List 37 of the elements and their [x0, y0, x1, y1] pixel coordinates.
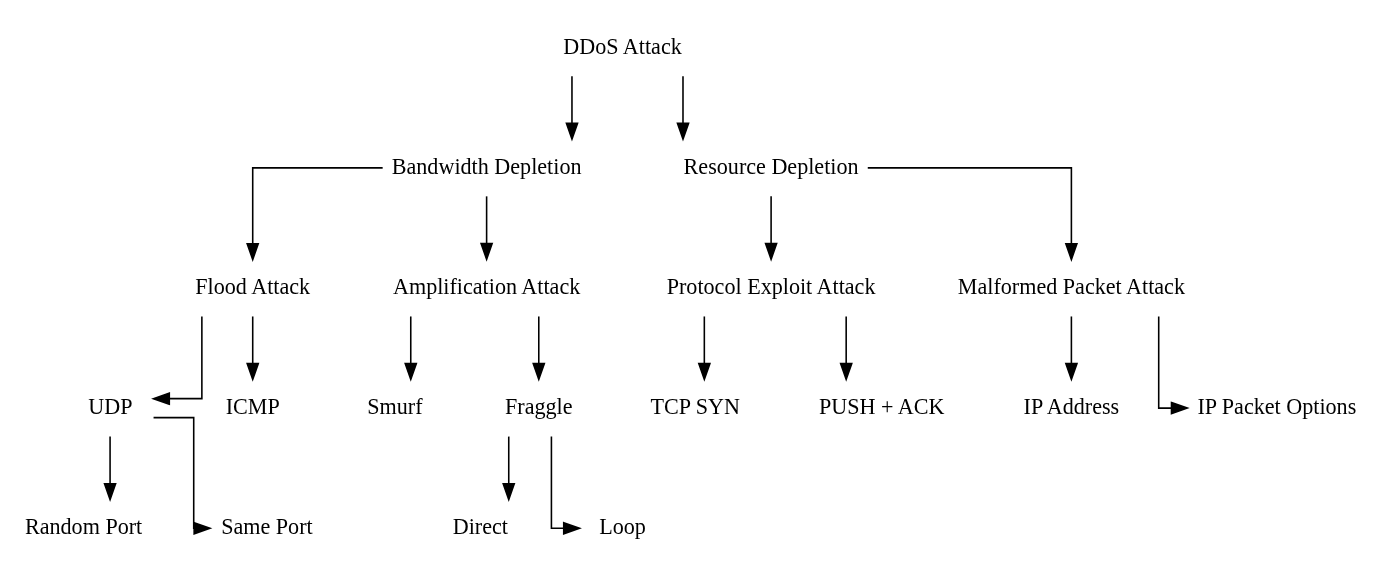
node-text: Loop [599, 514, 646, 540]
node-text: PUSH + ACK [818, 393, 945, 419]
arrow [676, 75, 690, 142]
arrow [404, 315, 418, 382]
arrow [866, 167, 1079, 262]
arrow [1064, 315, 1079, 382]
node-text: TCP SYN [650, 393, 740, 419]
arrow [839, 315, 853, 382]
arrow [1157, 315, 1190, 415]
arrow [550, 435, 582, 535]
arrow [764, 195, 778, 262]
node-text: Amplification Attack [392, 273, 581, 299]
arrow [151, 315, 203, 406]
arrow [246, 167, 384, 262]
node-text: Fraggle [505, 393, 573, 419]
node-text: DDoS Attack [563, 33, 682, 59]
node-text: Direct [452, 514, 508, 540]
node-text: Random Port [24, 514, 143, 540]
node-text: IP Address [1023, 393, 1120, 419]
node-text: Malformed Packet Attack [957, 273, 1185, 299]
arrow [697, 315, 711, 382]
arrow [565, 75, 579, 142]
node-text: UDP [88, 393, 133, 419]
node-text: Protocol Exploit Attack [666, 273, 876, 299]
arrow [246, 315, 260, 382]
arrow [152, 416, 213, 535]
node-text: Resource Depletion [683, 153, 859, 179]
node-text: Same Port [221, 514, 313, 540]
arrow [479, 195, 494, 262]
arrow [103, 435, 117, 502]
node-text: Flood Attack [195, 273, 311, 299]
arrow [532, 315, 546, 382]
node-text: IP Packet Options [1197, 393, 1357, 419]
node-text: Bandwidth Depletion [391, 153, 582, 179]
arrow [502, 435, 516, 502]
node-text: Smurf [367, 393, 423, 419]
node-text: ICMP [225, 393, 280, 419]
